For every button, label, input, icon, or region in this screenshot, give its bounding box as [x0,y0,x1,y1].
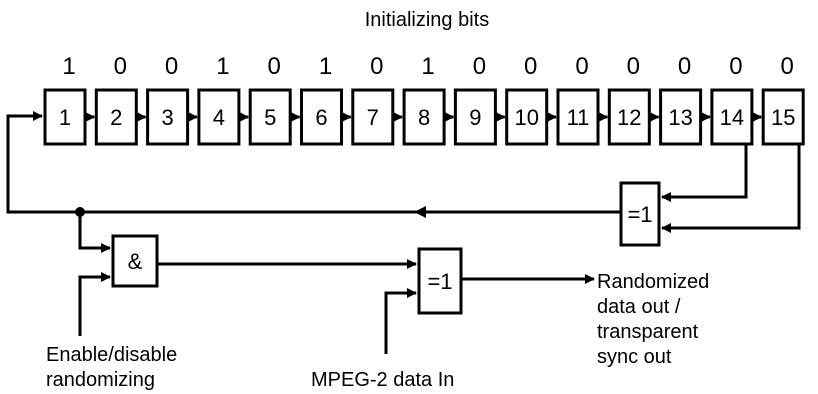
register-cell: 15 [761,88,805,146]
register-cell: 2 [94,88,138,146]
xor-output-arrow [414,206,426,218]
register-cell-number: 10 [514,105,538,130]
feedback-loop-line [6,111,80,214]
enable-line [78,272,111,336]
xor-gate-output: =1 [417,247,463,315]
initializing-bit: 0 [627,53,640,80]
initializing-bit: 1 [62,53,75,80]
initializing-bit: 0 [781,53,794,80]
register-cell-number: 13 [668,105,692,130]
register-cell-number: 9 [469,105,481,130]
output-label-line2: data out / [597,296,681,318]
output-label-line1: Randomized [597,271,709,293]
output-label-line4: sync out [597,346,672,368]
register-cell-number: 6 [315,105,327,130]
register-cell-number: 2 [110,105,122,130]
and-gate-label: & [128,249,143,274]
diagram-title: Initializing bits [365,9,490,31]
initializing-bit: 0 [678,53,691,80]
initializing-bit: 0 [575,53,588,80]
register-cell-number: 8 [418,105,430,130]
register-cell-number: 14 [720,105,744,130]
register-cell-number: 15 [771,105,795,130]
output-label-line3: transparent [597,321,699,343]
initializing-bit: 1 [216,53,229,80]
register-cell-number: 12 [617,105,641,130]
register-cell-number: 7 [367,105,379,130]
mpeg-input-line [384,288,417,354]
initializing-bit: 0 [524,53,537,80]
initializing-bit: 0 [165,53,178,80]
initializing-bit: 0 [268,53,281,80]
initializing-bit: 0 [729,53,742,80]
enable-label-line1: Enable/disable [46,344,177,366]
enable-label-line2: randomizing [46,369,155,391]
register-cell-number: 1 [59,105,71,130]
register-cell: 9 [453,88,497,146]
register-cell: 8 [402,88,446,146]
xor-gate-output-label: =1 [427,269,452,294]
register-cell: 14 [710,88,754,146]
and-gate: & [111,234,159,288]
register-cell-number: 3 [161,105,173,130]
register-cell: 5 [248,88,292,146]
register-cell: 6 [300,88,343,146]
register-cell: 12 [607,88,651,146]
register-cell: 11 [556,88,600,146]
xor-gate-feedback-label: =1 [627,202,652,227]
initializing-bit: 1 [319,53,332,80]
initializing-bit: 0 [473,53,486,80]
register-cell: 13 [659,88,703,146]
initializing-bit: 0 [114,53,127,80]
initializing-bit: 1 [421,53,434,80]
register-cell: 10 [505,88,549,146]
register-cell: 3 [146,88,190,146]
register-cell-number: 4 [213,105,225,130]
prbs-to-and-line [78,212,111,253]
register-cell: 1 [43,88,87,146]
mpeg-input-label: MPEG-2 data In [311,369,454,391]
initializing-bits-row: 1 0 0 1 0 1 0 1 0 0 0 0 0 0 0 [62,53,794,80]
xor-gate-feedback: =1 [619,181,661,247]
tap-cell-14-line [661,144,748,202]
tap-cell-15-line [661,144,801,233]
register-cell-number: 5 [264,105,276,130]
register-cell: 7 [351,88,395,146]
register-cell: 4 [197,88,241,146]
register-cell-number: 11 [567,105,590,130]
initializing-bit: 0 [370,53,383,80]
